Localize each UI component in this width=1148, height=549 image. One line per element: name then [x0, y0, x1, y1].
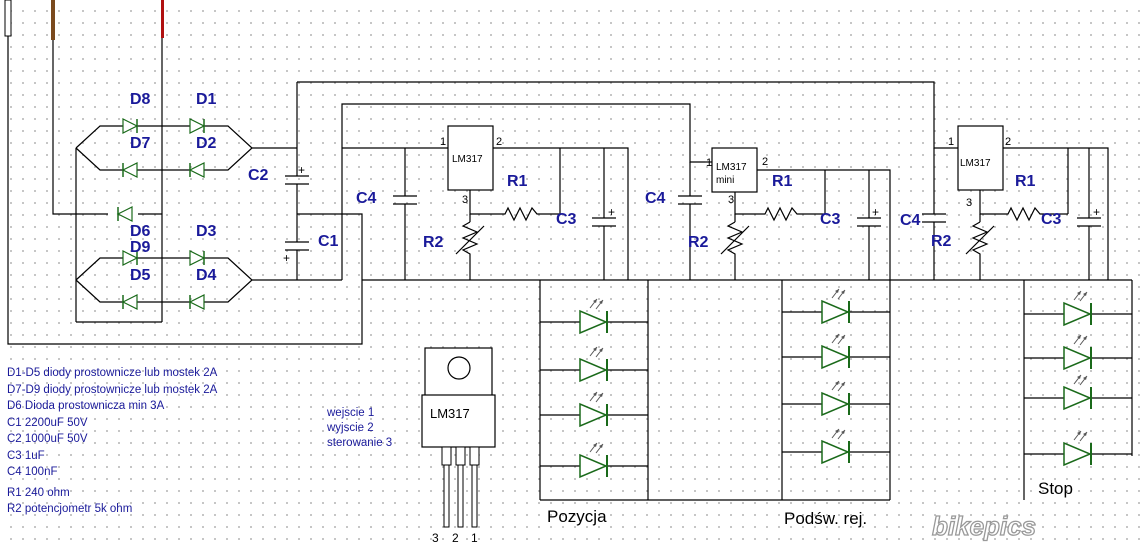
pinout-adjust: sterowanie 3: [327, 437, 393, 449]
reg1-name: LM317: [452, 154, 483, 165]
label-c1: C1: [318, 233, 339, 250]
label-d5: D5: [130, 267, 151, 284]
label-r2-2: R2: [688, 234, 709, 251]
package-label: LM317: [430, 406, 470, 421]
reg1-pin3: 3: [462, 194, 468, 206]
note-r1: R1 240 ohm: [7, 486, 70, 499]
group-stop: Stop: [1038, 479, 1073, 498]
pinout-input: wejscie 1: [327, 407, 375, 419]
pinout-output: wyjscie 2: [327, 422, 374, 434]
input-lead-brown: [51, 0, 55, 40]
note-r2: R2 potencjometr 5k ohm: [7, 503, 133, 515]
label-c4-3: C4: [900, 212, 921, 229]
label-r1-2: R1: [772, 173, 793, 190]
reg2-pin3: 3: [728, 194, 734, 206]
label-c2: C2: [248, 167, 269, 184]
note-d7-d9: D7-D9 diody prostownicze lub mostek 2A: [7, 383, 218, 396]
c3-plus-2: +: [872, 205, 879, 219]
note-c2: C2 1000uF 50V: [7, 433, 88, 445]
label-d1: D1: [196, 91, 217, 108]
label-c4-2: C4: [645, 190, 666, 207]
group-pozycja: Pozycja: [547, 507, 607, 526]
led-array-pozycja: [539, 298, 649, 478]
led-array-stop: [1023, 290, 1133, 466]
rectifier-wiring: [7, 36, 363, 345]
pinout-legend: wejscie 1 wyjscie 2 sterowanie 3: [327, 406, 392, 451]
label-d3: D3: [196, 223, 217, 240]
reg2-pin2: 2: [762, 156, 768, 168]
parts-list: D1-D5 diody prostownicze lub mostek 2A D…: [7, 365, 217, 518]
c3-plus-3: +: [1093, 205, 1100, 219]
note-c1: C1 2200uF 50V: [7, 416, 88, 429]
input-lead-red: [161, 0, 164, 38]
label-r2-3: R2: [931, 233, 952, 250]
label-d8: D8: [130, 91, 151, 108]
label-r1-1: R1: [507, 173, 528, 190]
note-d6: D6 Dioda prostownicza min 3A: [7, 400, 165, 412]
label-d9: D9: [130, 239, 151, 256]
reg3-pin3: 3: [966, 197, 972, 209]
regulator-stage-3: [922, 125, 1133, 500]
label-r1-3: R1: [1015, 173, 1036, 190]
reg3-pin1: 1: [948, 136, 954, 148]
reg2-name: LM317: [716, 162, 747, 173]
c2-plus: +: [298, 163, 305, 177]
group-podsw: Podśw. rej.: [784, 509, 867, 528]
package-pin1: 1: [471, 531, 478, 545]
lm317-package-drawing: [421, 347, 496, 528]
label-d6: D6: [130, 223, 151, 240]
reg2-mini: mini: [716, 175, 734, 186]
reg3-name: LM317: [960, 158, 991, 169]
note-c4: C4 100nF: [7, 466, 58, 478]
filter-capacitors: [285, 82, 309, 280]
label-d4: D4: [196, 267, 217, 284]
label-d7: D7: [130, 135, 151, 152]
label-c3-2: C3: [820, 211, 841, 228]
label-c3-3: C3: [1041, 211, 1062, 228]
reg1-pin2: 2: [496, 136, 502, 148]
bikepics-logo: bikepics: [932, 511, 1036, 541]
c1-plus: +: [283, 251, 290, 265]
regulator-stage-2: [648, 147, 891, 501]
label-d2: D2: [196, 135, 217, 152]
reg1-pin1: 1: [440, 136, 446, 148]
reg2-pin1: 1: [706, 157, 712, 169]
package-pin2: 2: [452, 531, 459, 545]
label-c3-1: C3: [556, 211, 577, 228]
input-lead-white: [4, 0, 12, 37]
regulator-stage-1: [393, 125, 649, 501]
c3-plus-1: +: [608, 205, 615, 219]
package-pin3: 3: [432, 531, 439, 545]
label-r2-1: R2: [423, 234, 444, 251]
note-c3: C3 1uF: [7, 449, 45, 462]
led-array-podsw: [781, 288, 891, 464]
reg3-pin2: 2: [1005, 136, 1011, 148]
note-d1-d5: D1-D5 diody prostownicze lub mostek 2A: [7, 367, 218, 379]
label-c4-1: C4: [356, 190, 377, 207]
